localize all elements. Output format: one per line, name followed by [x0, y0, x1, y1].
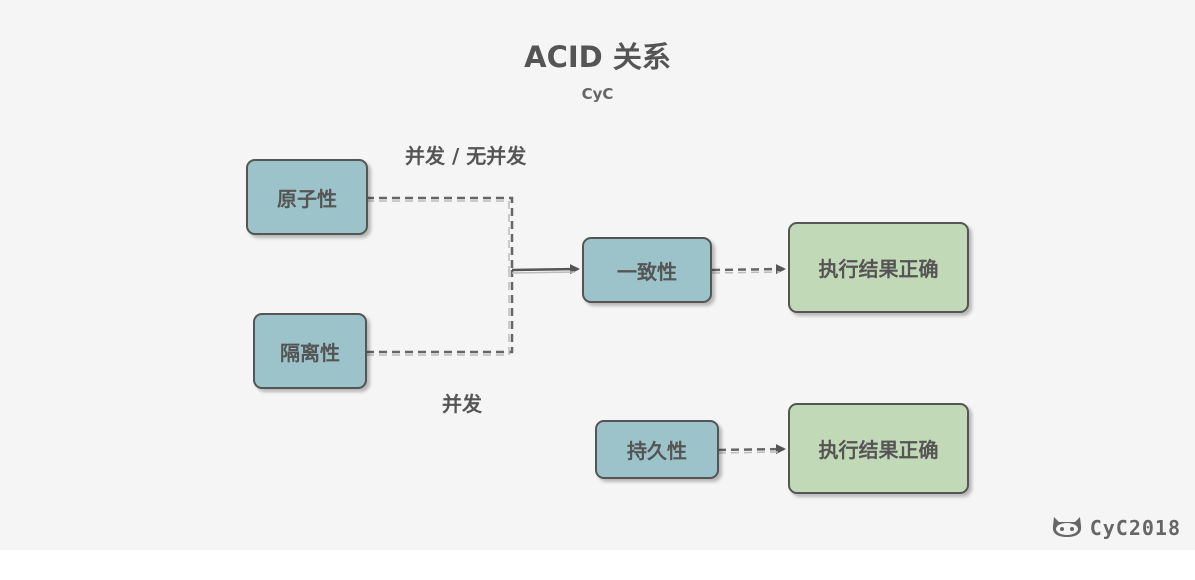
diagram-canvas: ACID 关系 CyC 并发 / 无并发 并发 原子性 隔离性 一致性 执行结果 [246, 40, 1181, 543]
edge-consistency-to-result-top [711, 264, 786, 275]
diagram-edges [366, 196, 786, 455]
edge-junction-to-consistency [511, 264, 580, 275]
node-durability: 持久性 [595, 420, 719, 479]
node-atomicity-label: 原子性 [277, 186, 337, 211]
node-atomicity: 原子性 [246, 159, 368, 235]
node-consistency-label: 一致性 [617, 259, 677, 284]
node-isolation: 隔离性 [253, 313, 367, 389]
edge-atomicity-to-junction [366, 196, 514, 270]
node-isolation-label: 隔离性 [280, 340, 340, 365]
edge-label-concurrent-or-not: 并发 / 无并发 [405, 144, 527, 168]
watermark: CyC2018 [1050, 512, 1181, 543]
diagram-subtitle: CyC [581, 85, 614, 103]
edge-durability-to-result-bottom [717, 444, 786, 455]
node-consistency: 一致性 [582, 237, 712, 303]
edge-isolation-to-junction [366, 270, 514, 354]
node-result-bottom: 执行结果正确 [788, 403, 969, 494]
node-result-top-label: 执行结果正确 [818, 257, 939, 281]
node-result-top: 执行结果正确 [788, 222, 969, 313]
edge-label-concurrent: 并发 [442, 392, 482, 416]
github-octocat-icon [1050, 512, 1084, 543]
watermark-text: CyC2018 [1089, 515, 1181, 540]
diagram-title: ACID 关系 [524, 40, 671, 74]
node-result-bottom-label: 执行结果正确 [818, 438, 939, 462]
node-durability-label: 持久性 [627, 439, 687, 463]
